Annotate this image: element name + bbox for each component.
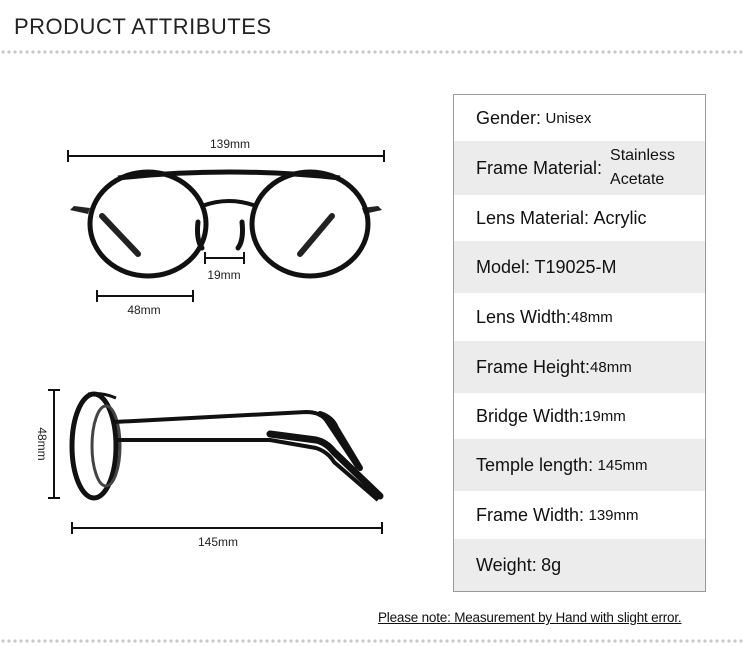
spec-row-lens-width: Lens Width:48mm xyxy=(454,293,705,341)
spec-row-temple-length: Temple length: 145mm xyxy=(454,439,705,491)
lens-width-dimension: 48mm xyxy=(96,290,194,317)
spec-value: 48mm xyxy=(571,308,613,326)
spec-row-lens-material: Lens Material: Acrylic xyxy=(454,195,705,241)
spec-label: Frame Material: xyxy=(476,157,603,178)
spec-label: Frame Height: xyxy=(476,356,591,377)
temple-length-label: 145mm xyxy=(198,535,238,549)
spec-label: Gender: xyxy=(476,107,542,128)
spec-value: Acrylic xyxy=(593,207,647,228)
top-dotted-divider xyxy=(0,49,744,55)
spec-value: 139mm xyxy=(588,506,639,524)
spec-value: Stainless Acetate xyxy=(610,147,675,188)
spec-value: 19mm xyxy=(584,407,626,425)
spec-label: Weight: xyxy=(476,554,537,575)
spec-label: Lens Width: xyxy=(476,306,572,327)
lens-height-dimension: 48mm xyxy=(35,389,60,499)
spec-row-model: Model: T19025-M xyxy=(454,241,705,293)
lens-height-label: 48mm xyxy=(35,427,49,460)
total-width-label: 139mm xyxy=(210,137,250,151)
spec-label: Model: xyxy=(476,256,531,277)
bottom-dotted-divider xyxy=(0,638,744,644)
spec-value: 145mm xyxy=(597,456,648,474)
front-view-diagram: 139mm 19mm 48mm xyxy=(67,137,385,317)
spec-row-gender: Gender: Unisex xyxy=(454,95,705,141)
lens-width-label: 48mm xyxy=(127,303,160,317)
spec-row-bridge-width: Bridge Width:19mm xyxy=(454,393,705,439)
spec-row-weight: Weight: 8g xyxy=(454,539,705,591)
bridge-width-label: 19mm xyxy=(207,268,240,282)
spec-value: 48mm xyxy=(590,358,632,376)
measurement-note: Please note: Measurement by Hand with sl… xyxy=(378,610,682,625)
spec-table: Gender: Unisex Frame Material: Stainless … xyxy=(453,94,706,592)
spec-row-frame-material: Frame Material: Stainless Acetate xyxy=(454,141,705,195)
spec-label: Frame Width: xyxy=(476,504,585,525)
spec-label: Lens Material: xyxy=(476,207,590,228)
spec-label: Temple length: xyxy=(476,454,594,475)
temple-length-dimension: 145mm xyxy=(71,522,383,549)
spec-label: Bridge Width: xyxy=(476,405,585,426)
left-lens xyxy=(87,169,209,279)
total-width-dimension: 139mm xyxy=(67,137,385,162)
spec-row-frame-height: Frame Height:48mm xyxy=(454,341,705,393)
side-view-diagram: 48mm 145mm xyxy=(35,389,384,549)
spec-value: Unisex xyxy=(545,109,592,127)
right-lens xyxy=(249,169,371,279)
spec-row-frame-width: Frame Width: 139mm xyxy=(454,491,705,539)
bridge-width-dimension: 19mm xyxy=(204,252,245,282)
spec-value: 8g xyxy=(541,554,562,575)
spec-value: T19025-M xyxy=(534,256,617,277)
page-title: PRODUCT ATTRIBUTES xyxy=(14,14,272,39)
